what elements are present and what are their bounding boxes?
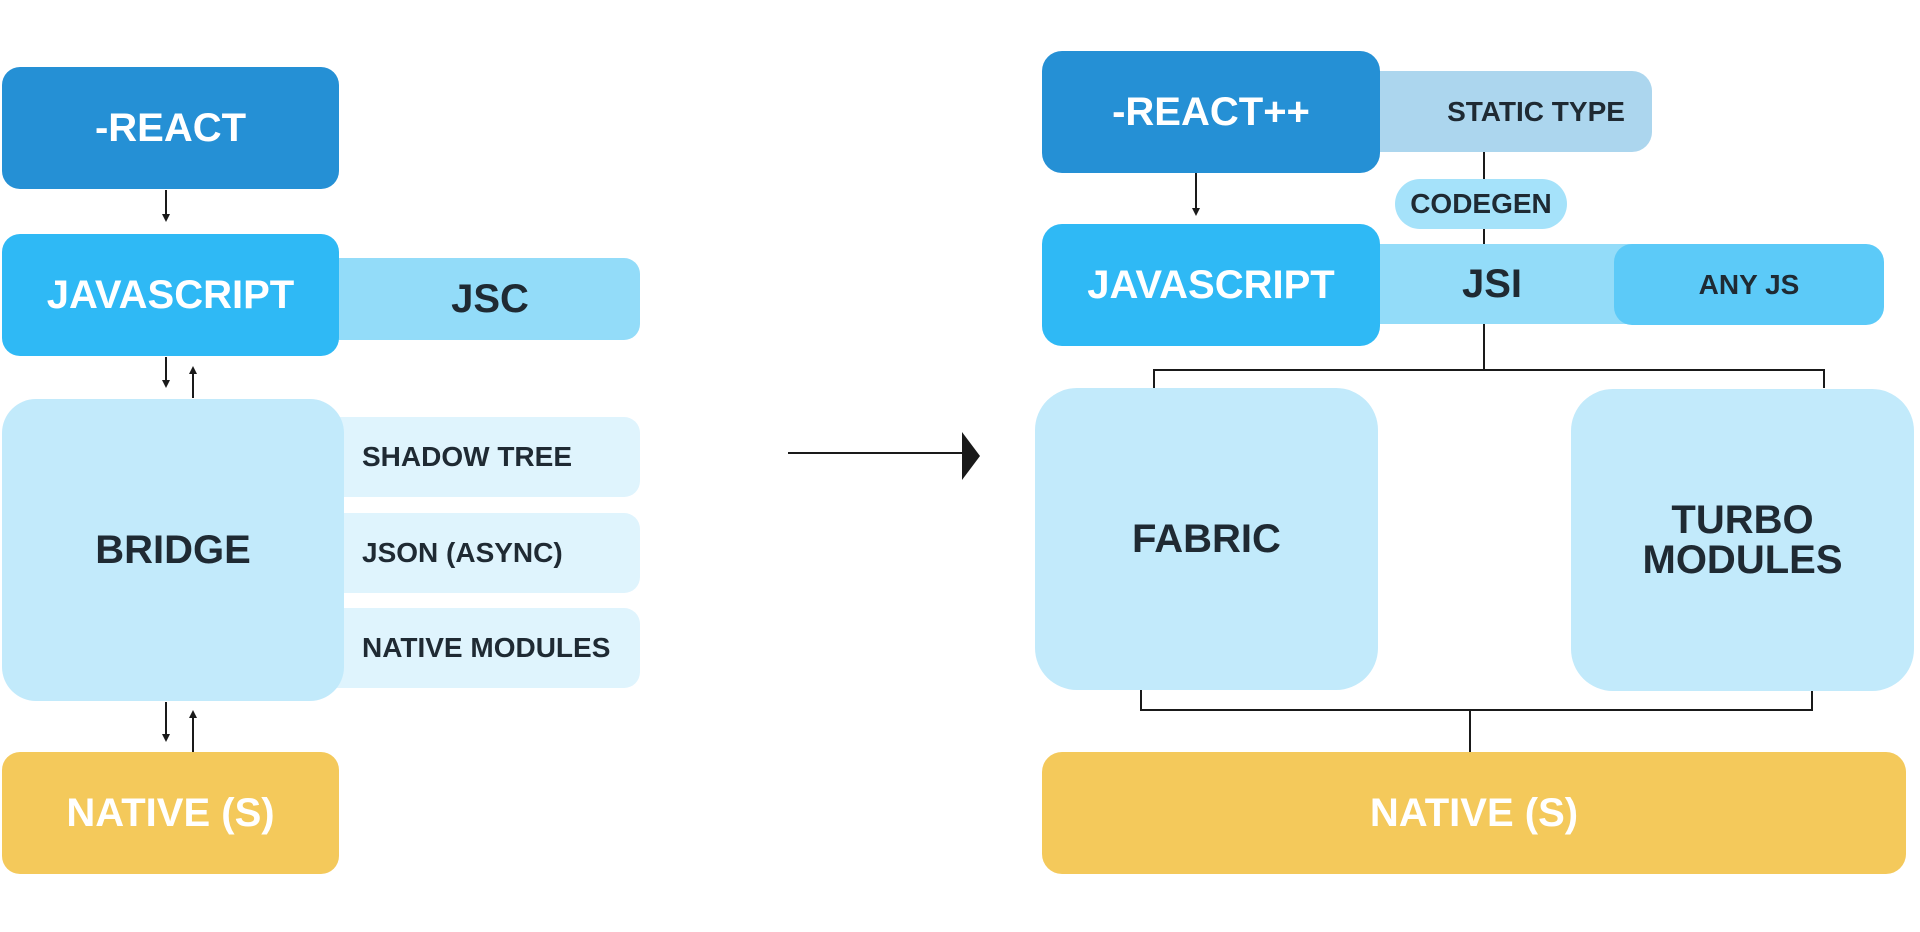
turbo-modules-label: TURBO MODULES — [1642, 498, 1843, 582]
new-native-label: NATIVE (S) — [1369, 791, 1579, 835]
json-async-box: JSON (ASYNC) — [330, 513, 640, 593]
old-native-box: NATIVE (S) — [2, 752, 339, 874]
branch-to-fabric-turbo — [1153, 369, 1825, 388]
codegen-box: CODEGEN — [1395, 179, 1567, 229]
bracket-fabric-turbo-to-native — [1140, 690, 1813, 711]
old-react-box: -REACT — [2, 67, 339, 189]
turbo-modules-box: TURBO MODULES — [1571, 389, 1914, 691]
new-react-box: -REACT++ — [1042, 51, 1380, 173]
any-js-box: ANY JS — [1614, 244, 1884, 325]
static-type-label: STATIC TYPE — [1447, 95, 1625, 127]
bridge-label: BRIDGE — [95, 528, 251, 572]
json-async-label: JSON (ASYNC) — [362, 537, 563, 568]
jsc-box: JSC — [320, 258, 640, 340]
old-native-label: NATIVE (S) — [66, 791, 275, 835]
new-native-box: NATIVE (S) — [1042, 752, 1906, 874]
any-js-label: ANY JS — [1698, 268, 1800, 300]
bridge-box: BRIDGE — [2, 399, 344, 701]
transition-arrow-head — [962, 432, 980, 480]
shadow-tree-label: SHADOW TREE — [362, 441, 572, 472]
jsi-label: JSI — [1461, 262, 1523, 306]
old-javascript-label: JAVASCRIPT — [46, 273, 295, 317]
shadow-tree-box: SHADOW TREE — [330, 417, 640, 497]
codegen-label: CODEGEN — [1410, 188, 1552, 219]
native-modules-label: NATIVE MODULES — [362, 632, 611, 663]
new-javascript-label: JAVASCRIPT — [1087, 263, 1335, 307]
native-modules-box: NATIVE MODULES — [330, 608, 640, 688]
jsc-label: JSC — [451, 277, 529, 321]
new-react-label: -REACT++ — [1112, 90, 1310, 134]
fabric-box: FABRIC — [1035, 388, 1378, 690]
old-javascript-box: JAVASCRIPT — [2, 234, 339, 356]
fabric-label: FABRIC — [1132, 517, 1281, 561]
static-type-box: STATIC TYPE — [1360, 71, 1652, 152]
old-react-label: -REACT — [94, 106, 247, 150]
new-javascript-box: JAVASCRIPT — [1042, 224, 1380, 346]
